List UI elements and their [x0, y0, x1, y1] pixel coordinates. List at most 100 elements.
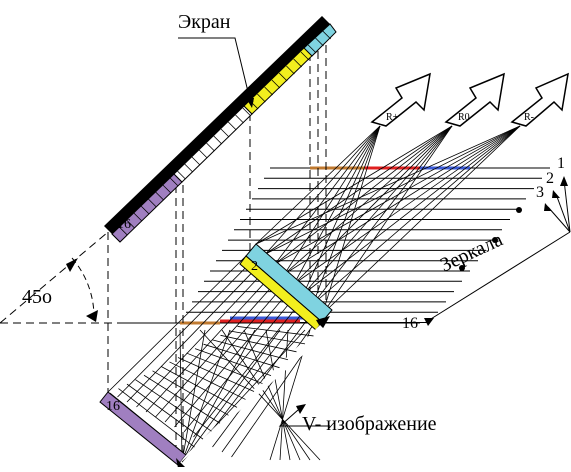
ray-zero-label: R0 [458, 112, 470, 123]
angle-arc-arrow-bottom [86, 310, 98, 322]
screen-tick [271, 79, 281, 89]
ray-line [265, 125, 453, 255]
screen-bar [104, 16, 337, 243]
mirror-16-label: 16 [402, 315, 418, 332]
screen-tick [300, 51, 310, 61]
screen-tick [198, 149, 208, 159]
screen-tick [235, 114, 244, 124]
ray-line [303, 125, 453, 295]
v-image-pointer-head [296, 404, 306, 414]
ray-line [293, 125, 521, 285]
ray-line [293, 125, 453, 285]
v-image-arrow-tip [176, 458, 186, 468]
ray-line [255, 125, 521, 245]
screen-tick [118, 226, 128, 236]
screen-tick [140, 205, 150, 215]
ray-line-lower [212, 312, 313, 448]
screen-yellow-segment [243, 41, 319, 115]
v-image-tick [126, 383, 204, 440]
ray-line-lower [107, 255, 247, 393]
ray-line-lower [136, 271, 265, 408]
screen-label: Экран [178, 11, 231, 33]
v-image-label: V- изображение [302, 413, 437, 435]
arrow-r-minus [510, 72, 569, 127]
screen-tick [162, 184, 172, 194]
ray-line [312, 125, 453, 305]
ray-line-lower [174, 292, 289, 428]
ray-line-bottom-right [265, 329, 291, 461]
mirror-pointer-16 [425, 231, 571, 323]
ray-line [274, 125, 521, 265]
ray-line [255, 125, 453, 245]
central-mirror-block [239, 243, 333, 331]
ray-line [284, 125, 453, 275]
ray-line-bottom-right [199, 329, 321, 461]
center-seg-2-label: 2 [251, 259, 258, 274]
screen-tick [315, 37, 324, 47]
ray-line [274, 125, 453, 265]
v-image-tick [118, 388, 195, 448]
v-image-tick [143, 374, 221, 424]
mirror-pointer-head-16 [424, 318, 434, 326]
ray-line-bottom-right [279, 329, 289, 461]
v-image-tick [220, 334, 297, 353]
angle-arc-arrow-top [66, 258, 78, 272]
angle-label: 45o [22, 286, 52, 308]
screen-seg-16-label: 16 [117, 217, 131, 232]
ray-line-bottom [181, 329, 231, 463]
screen-tick [213, 135, 223, 145]
screen-tick [264, 86, 273, 96]
arrow-r-plus [370, 72, 431, 127]
mirror-2-label: 2 [546, 170, 554, 187]
screen-top-index: 1 [316, 21, 323, 36]
v-image-pointer-line [278, 409, 330, 427]
mirror-pointer-1 [563, 179, 571, 233]
screen-cyan-segment [303, 23, 337, 57]
mirror-1-label: 1 [557, 155, 565, 172]
arrow-r-zero [444, 72, 505, 127]
screen-tick [184, 163, 193, 173]
ray-line-lower [202, 307, 307, 443]
v-image-tick [186, 352, 263, 384]
mirror-pointer-3 [547, 206, 571, 233]
ray-line-lower [117, 260, 253, 398]
v-image-tick [109, 392, 187, 456]
v-image-bar [99, 325, 328, 468]
v-seg-16-label: 16 [106, 399, 120, 414]
ray-line [265, 125, 381, 255]
ray-line-lower [183, 297, 295, 433]
ray-plus-label: R+ [386, 112, 399, 123]
mirror-16-color-bands [180, 316, 310, 325]
v-image-tick [203, 343, 280, 369]
v-image-tick [177, 357, 255, 392]
v-image-tick [160, 366, 238, 408]
ray-line [322, 125, 381, 315]
screen-tick [169, 177, 179, 187]
ray-line [284, 125, 521, 275]
ellipsis-dots [459, 207, 522, 271]
screen-pointer-line [178, 37, 251, 101]
ray-minus-label: R- [524, 112, 534, 123]
ray-line-lower [126, 266, 259, 403]
ray-line [303, 125, 381, 295]
screen-tick [322, 30, 332, 40]
mirror-pointer-2 [555, 193, 571, 233]
screen-tick [155, 191, 164, 201]
ray-line [322, 125, 521, 315]
v-image-tick [211, 339, 289, 361]
central-arrow-tip [316, 316, 330, 330]
angle-arc [71, 257, 95, 319]
ray-line-lower [164, 286, 283, 423]
ray-line-bottom [179, 329, 183, 463]
ray-line-bottom [181, 329, 281, 463]
screen-tick [206, 142, 215, 152]
screen-tick [227, 121, 237, 131]
screen-tick [278, 72, 288, 82]
ray-line-bottom-right [243, 329, 301, 461]
ray-line [303, 125, 521, 295]
screen-black-edge [104, 16, 330, 234]
v-image-tick [194, 348, 272, 377]
screen-pointer-head [246, 98, 254, 108]
mirror-pointer-head-2 [552, 190, 560, 198]
